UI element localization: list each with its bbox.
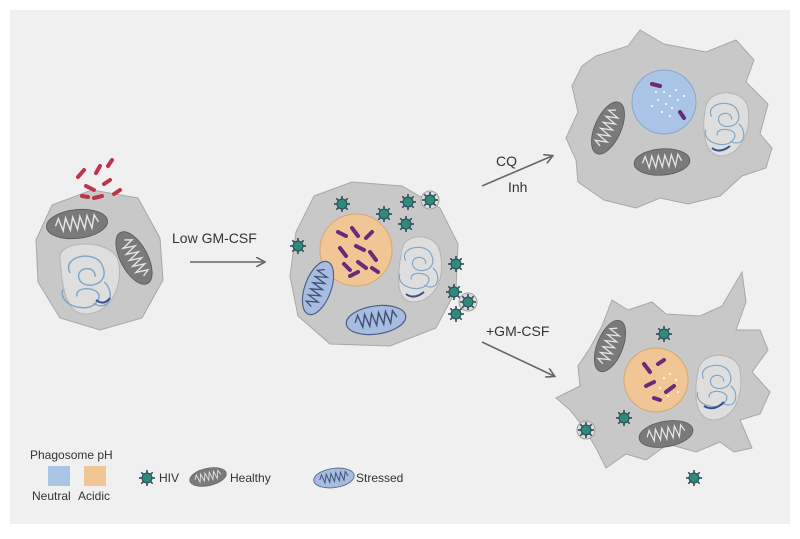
- hiv-icon: [447, 255, 465, 273]
- endoplasmic-reticulum: [695, 354, 742, 421]
- legend: Phagosome pH Neutral Acidic HIV Healthy …: [30, 448, 403, 503]
- arrow-plus-gmcsf: +GM-CSF: [481, 323, 554, 376]
- legend-healthy-label: Healthy: [230, 471, 271, 485]
- phagosome-icon: [319, 213, 393, 287]
- hiv-icon: [655, 325, 673, 343]
- hiv-icon: [577, 421, 595, 439]
- arrow-low-gmcsf: Low GM-CSF: [172, 230, 264, 262]
- phagosome-icon: [631, 69, 697, 135]
- macrophage-infected: [289, 181, 478, 347]
- label-plus-gmcsf: +GM-CSF: [486, 323, 549, 339]
- hiv-icon: [421, 191, 439, 209]
- hiv-icon: [333, 195, 351, 213]
- endoplasmic-reticulum: [703, 92, 750, 157]
- macrophage-treated-gmcsf: [555, 270, 771, 487]
- legend-stressed-label: Stressed: [356, 471, 403, 485]
- macrophage-treated-cq: [565, 29, 773, 209]
- legend-swatch-neutral: [48, 466, 70, 486]
- endoplasmic-reticulum: [59, 243, 120, 315]
- hiv-icon: [615, 409, 633, 427]
- hiv-icon: [375, 205, 393, 223]
- hiv-icon: [289, 237, 307, 255]
- endoplasmic-reticulum: [398, 236, 442, 303]
- label-low-gmcsf: Low GM-CSF: [172, 230, 257, 246]
- legend-hiv-label: HIV: [159, 471, 179, 485]
- label-cq: CQ: [496, 153, 517, 169]
- legend-acidic-label: Acidic: [78, 489, 110, 503]
- phagosome-icon: [623, 347, 689, 413]
- hiv-icon: [138, 469, 156, 487]
- hiv-icon: [459, 293, 477, 311]
- bacteria-icon: [336, 226, 380, 278]
- label-inh: Inh: [508, 179, 527, 195]
- legend-swatch-acidic: [84, 466, 106, 486]
- hiv-icon: [397, 215, 415, 233]
- hiv-icon: [399, 193, 417, 211]
- hiv-icon: [447, 305, 465, 323]
- legend-phagosome-title: Phagosome pH: [30, 448, 113, 462]
- hiv-icon: [685, 469, 703, 487]
- legend-neutral-label: Neutral: [32, 489, 71, 503]
- arrow-cq-inh: CQ Inh: [481, 153, 552, 195]
- bacteria-icon: [76, 158, 122, 200]
- macrophage-initial: [35, 158, 164, 331]
